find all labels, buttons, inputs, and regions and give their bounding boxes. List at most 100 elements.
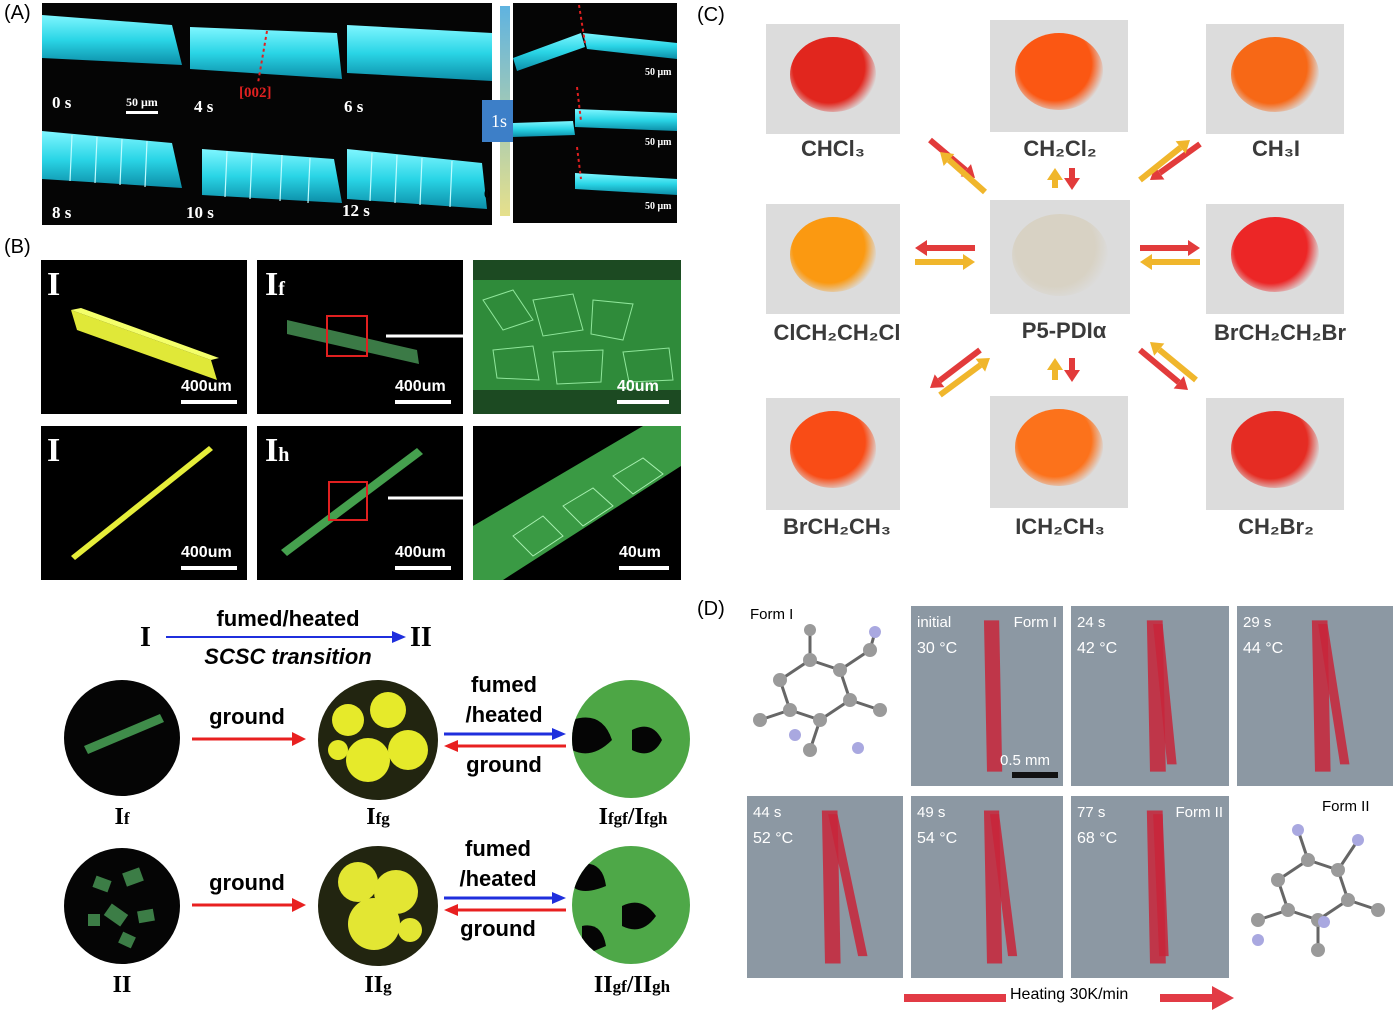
scheme-top-text: fumed/heated: [216, 606, 360, 631]
scheme-bottom-text: SCSC transition: [204, 644, 372, 669]
arrow-tl-in: [940, 152, 987, 195]
time-label-5: 12 s: [342, 201, 370, 220]
scale-bar-a-text: 50 μm: [126, 95, 158, 109]
arrow-bc-out: [1064, 358, 1080, 382]
solvent-label-7: CH₂Br₂: [1238, 514, 1314, 539]
side-scale-2: 50 μm: [645, 137, 672, 148]
form2-label: Form II: [1322, 798, 1370, 815]
label-IIgf-IIgh: IIgf/IIgh: [593, 972, 671, 998]
row2-ground2: ground: [460, 916, 536, 941]
scheme-arrow: [166, 631, 406, 643]
powder-pile: [1014, 33, 1104, 110]
frame-time-0: initial: [917, 614, 952, 631]
row1-heated: /heated: [465, 702, 543, 727]
row2-ground-arrow: [192, 898, 306, 912]
frame-temp-4: 54 °C: [917, 830, 958, 847]
side-crystals: [513, 4, 677, 195]
time-label-2: 6 s: [344, 97, 364, 116]
b-image-I-top: I 400um: [41, 260, 247, 414]
frame-temp-5: 68 °C: [1077, 830, 1118, 847]
form1-label: Form I: [750, 606, 794, 623]
molecule-form1: [753, 624, 887, 757]
interval-badge: 1s: [482, 100, 516, 142]
scheme-left: I: [140, 622, 151, 653]
solvent-label-4: BrCH₂CH₂Br: [1214, 320, 1346, 345]
frame-time-4: 49 s: [917, 804, 946, 821]
time-label-4: 10 s: [186, 203, 214, 222]
frame-time-5: 77 s: [1077, 804, 1106, 821]
powder-pile: [790, 217, 876, 292]
b-scale-400-1: 400um: [181, 378, 232, 395]
frame-time-3: 44 s: [753, 804, 782, 821]
row1-ground: ground: [209, 704, 285, 729]
powder-pile: [1230, 37, 1320, 112]
time-label-3: 8 s: [52, 203, 72, 222]
center-powder: [1012, 214, 1108, 296]
row2-ground: ground: [209, 870, 285, 895]
heating-arrow-head: [1212, 986, 1234, 1010]
crystal-strip: [821, 810, 868, 964]
powder-pile: [790, 411, 876, 488]
solvent-label-2: CH₃I: [1251, 136, 1301, 161]
b-scale-40-2: 40um: [619, 544, 661, 561]
side-scale-1: 50 μm: [645, 67, 672, 78]
circle-IIgf: [572, 846, 690, 964]
panel-c-arrows: [915, 137, 1202, 398]
heating-arrow-right: [1160, 994, 1216, 1002]
circle-If: [64, 680, 180, 796]
solvent-tile-4: [1206, 204, 1344, 314]
arrow-br-in: [1150, 342, 1198, 383]
panel-b-label: (B): [4, 236, 31, 258]
scheme-right: II: [410, 622, 432, 653]
arrow-tr-out: [1150, 141, 1202, 180]
time-label-1: 4 s: [194, 97, 214, 116]
center-label: P5-PDIα: [1021, 318, 1107, 343]
row1-reversible-arrows: [444, 728, 566, 752]
crystal-strip: [983, 620, 1003, 772]
arrow-tc-out: [1064, 168, 1080, 190]
crystal-6s: [347, 25, 492, 81]
arrow-bl-in: [938, 358, 990, 398]
circle-Ifgf: [572, 680, 690, 798]
frame-temp-2: 44 °C: [1243, 640, 1284, 657]
arrow-ml-in: [915, 254, 975, 270]
b-image-I-bottom: I 400um: [41, 426, 247, 580]
b-image-Ih: Ih 400um: [257, 426, 463, 580]
heating-frame-4: 49 s 54 °C: [911, 796, 1063, 978]
b-scale-400-3: 400um: [181, 544, 232, 561]
panel-d-label: (D): [697, 598, 725, 620]
circle-IIg: [318, 846, 438, 966]
solvent-label-0: CHCl₃: [801, 136, 865, 161]
d-scale-text: 0.5 mm: [1000, 752, 1051, 769]
row2-fumed: fumed: [465, 836, 531, 861]
b-label-I-top: I: [47, 266, 61, 303]
heating-arrow-left: [904, 994, 1006, 1002]
crystal-0s: [42, 15, 182, 65]
circle-II: [64, 848, 180, 964]
solvent-label-6: ICH₂CH₃: [1015, 514, 1105, 539]
solvent-tile-7: [1206, 398, 1344, 510]
solvent-label-5: BrCH₂CH₃: [783, 514, 891, 539]
crystal-strip: [1311, 620, 1350, 772]
row2-reversible-arrows: [444, 892, 566, 916]
b-scale-400-4: 400um: [395, 544, 446, 561]
b-label-If: If: [265, 266, 285, 303]
solvent-label-1: CH₂Cl₂: [1023, 136, 1097, 161]
side-scale-3: 50 μm: [645, 201, 672, 212]
panel-a-side-sequence: 50 μm 50 μm 50 μm: [513, 3, 677, 223]
solvent-label-3: ClCH₂CH₂Cl: [773, 320, 901, 345]
circle-Ifg: [318, 680, 438, 800]
label-Ifg: Ifg: [366, 804, 390, 830]
solvent-tile-1: [990, 20, 1128, 132]
arrow-mr-out: [1140, 240, 1200, 256]
panel-a-label: (A): [4, 2, 31, 24]
crystal-strip: [1146, 810, 1169, 964]
heating-label: Heating 30K/min: [1010, 986, 1129, 1003]
solvent-tile-5: [766, 398, 900, 510]
powder-pile: [1230, 217, 1320, 292]
solvent-tile-3: [766, 204, 900, 314]
d-scale-bar: [1012, 772, 1058, 778]
